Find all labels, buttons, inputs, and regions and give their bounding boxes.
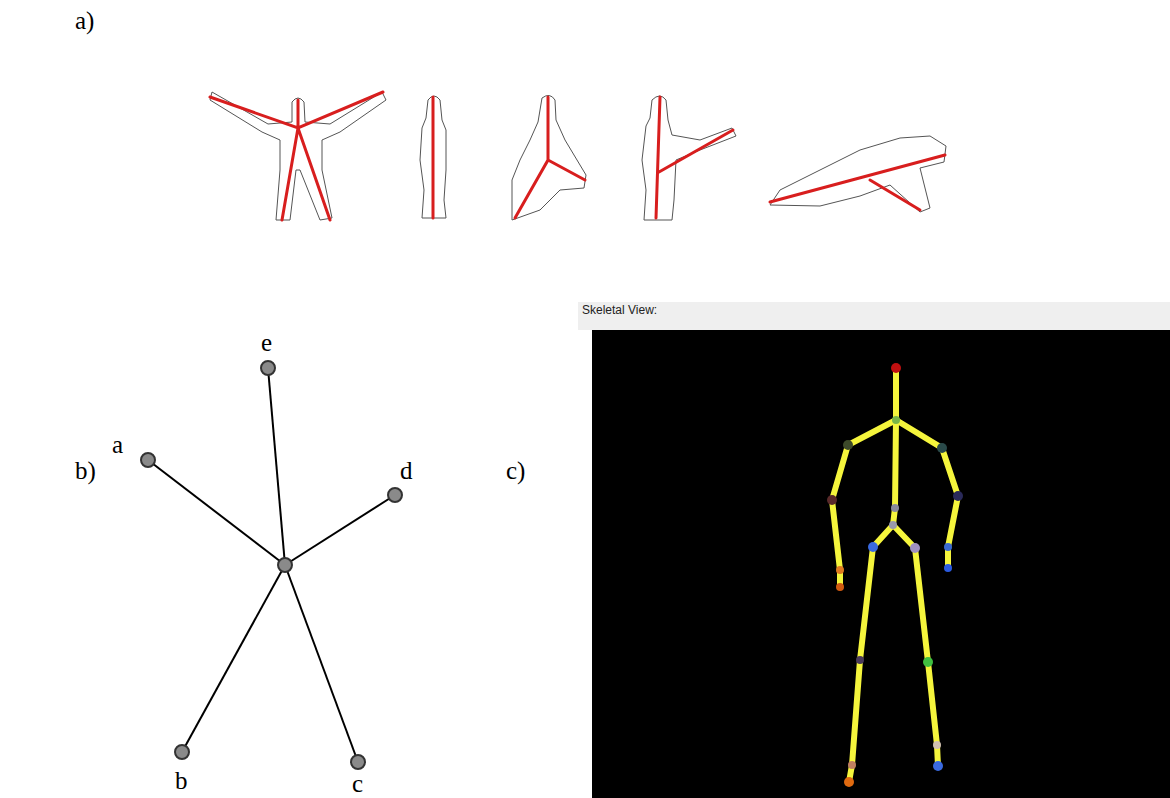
graph-vertex <box>388 488 402 502</box>
panel-header <box>578 302 1170 330</box>
joint <box>892 416 900 424</box>
joint <box>933 761 943 771</box>
graph-edge <box>268 368 285 565</box>
skeleton-reach <box>656 97 733 218</box>
graph-edge <box>285 495 395 565</box>
silhouette-tpose <box>210 92 386 220</box>
vertex-label: e <box>261 330 272 355</box>
joint <box>836 566 844 574</box>
joint <box>891 363 901 373</box>
graph-vertex <box>141 453 155 467</box>
joint <box>889 521 897 529</box>
graph-vertex <box>278 558 292 572</box>
silhouette-reach <box>642 96 736 220</box>
graph-vertices <box>141 361 402 769</box>
kinect-skeleton <box>832 368 958 782</box>
joint <box>891 504 899 512</box>
panel-letter: b) <box>75 458 96 483</box>
joint <box>937 443 947 453</box>
vertex-label: d <box>400 458 413 483</box>
joint <box>856 656 864 664</box>
joint <box>827 495 837 505</box>
silhouette-outlines <box>210 92 946 220</box>
joint <box>953 491 963 501</box>
joint <box>836 583 844 591</box>
skeleton-bones <box>832 368 958 782</box>
silhouette-lying <box>770 136 946 212</box>
vertex-label: c <box>352 771 363 796</box>
panel-ground <box>592 330 1170 798</box>
joint <box>910 543 920 553</box>
joint <box>848 761 856 769</box>
joint <box>843 440 853 450</box>
graph-edge <box>182 565 285 752</box>
skeleton-crouch <box>515 97 585 218</box>
joint <box>933 741 941 749</box>
panel-title: Skeletal View: <box>582 304 657 316</box>
joint <box>868 542 878 552</box>
panel-letter: c) <box>506 458 525 483</box>
skeleton-lines <box>210 92 945 220</box>
silhouette-crouch <box>512 95 586 220</box>
joint <box>944 543 952 551</box>
panel-letter: a) <box>75 8 94 33</box>
star-graph <box>148 368 395 762</box>
skeleton-lying <box>770 155 945 210</box>
skeleton-tpose <box>210 92 383 220</box>
graph-edge <box>148 460 285 565</box>
vertex-label: a <box>112 432 123 457</box>
joint <box>844 777 854 787</box>
graph-vertex <box>175 745 189 759</box>
skeleton-joints <box>827 363 963 787</box>
graph-edge <box>285 565 358 762</box>
graph-vertex <box>351 755 365 769</box>
graph-vertex <box>261 361 275 375</box>
silhouette-side <box>420 96 446 218</box>
joint <box>923 657 933 667</box>
joint <box>944 564 952 572</box>
vertex-label: b <box>175 768 188 793</box>
skeleton-side <box>432 97 435 218</box>
